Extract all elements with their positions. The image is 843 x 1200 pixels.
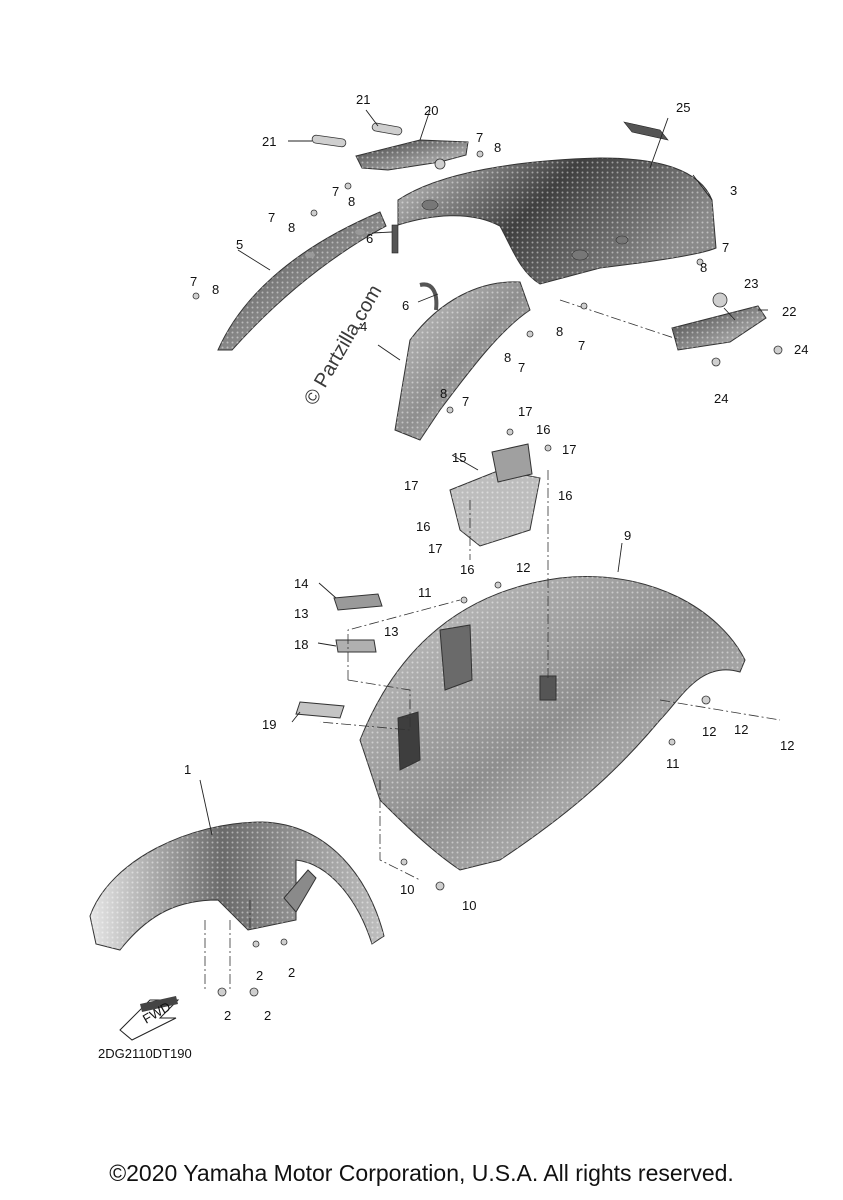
callout-7: 7 [578,338,585,353]
callout-7: 7 [332,184,339,199]
callout-8: 8 [440,386,447,401]
side-panel-part [217,211,387,351]
bolt-part [311,122,403,148]
callout-16: 16 [536,422,550,437]
callout-16: 16 [416,519,430,534]
callout-24: 24 [794,342,808,357]
rear-fender-part [359,576,746,871]
callout-2: 2 [256,968,263,983]
callout-13: 13 [384,624,398,639]
hardware-fasteners [192,150,783,997]
callout-8: 8 [212,282,219,297]
callout-1: 1 [184,762,191,777]
callout-17: 17 [518,404,532,419]
callout-7: 7 [268,210,275,225]
callout-21: 21 [262,134,276,149]
callout-12: 12 [516,560,530,575]
tail-piece-part [671,292,767,351]
callout-11: 11 [418,585,432,600]
inner-panel-part [394,281,531,441]
rubber-strip-part [391,224,439,311]
callout-22: 22 [782,304,796,319]
callout-5: 5 [236,237,243,252]
callout-20: 20 [424,103,438,118]
callout-21: 21 [356,92,370,107]
callout-8: 8 [494,140,501,155]
fwd-arrow-icon [119,996,180,1041]
callout-2: 2 [288,965,295,980]
callout-8: 8 [288,220,295,235]
copyright-notice: ©2020 Yamaha Motor Corporation, U.S.A. A… [109,1160,734,1186]
callout-4: 4 [360,319,367,334]
front-fender-part [89,821,385,951]
callout-17: 17 [428,541,442,556]
callout-8: 8 [556,324,563,339]
callout-3: 3 [730,183,737,198]
callout-8: 8 [700,260,707,275]
drawing-code: 2DG2110DT190 [98,1046,192,1061]
callout-8: 8 [348,194,355,209]
small-plate-part [295,593,383,719]
callout-10: 10 [462,898,476,913]
callout-23: 23 [744,276,758,291]
callout-15: 15 [452,450,466,465]
callout-7: 7 [722,240,729,255]
callout-14: 14 [294,576,308,591]
callout-10: 10 [400,882,414,897]
callout-19: 19 [262,717,276,732]
callout-6: 6 [402,298,409,313]
callout-8: 8 [504,350,511,365]
callout-7: 7 [476,130,483,145]
callout-2: 2 [224,1008,231,1023]
rear-cowl-part [397,157,717,285]
callout-7: 7 [462,394,469,409]
callout-17: 17 [404,478,418,493]
callout-13: 13 [294,606,308,621]
callout-12: 12 [780,738,794,753]
callout-6: 6 [366,231,373,246]
callout-7: 7 [190,274,197,289]
callout-18: 18 [294,637,308,652]
callout-24: 24 [714,391,728,406]
grab-bracket-part [355,139,469,171]
emblem-part [623,121,669,141]
callout-12: 12 [734,722,748,737]
mount-bracket-part [449,443,541,547]
callout-2: 2 [264,1008,271,1023]
assembly-lines [204,299,781,990]
callout-25: 25 [676,100,690,115]
callout-17: 17 [562,442,576,457]
callout-9: 9 [624,528,631,543]
callout-12: 12 [702,724,716,739]
callout-16: 16 [558,488,572,503]
callout-7: 7 [518,360,525,375]
callout-16: 16 [460,562,474,577]
callout-labels: 1 2 2 2 2 3 4 5 6 6 7 7 7 7 7 7 7 7 8 8 … [184,92,808,1023]
callout-11: 11 [666,756,680,771]
leader-lines [199,109,768,836]
